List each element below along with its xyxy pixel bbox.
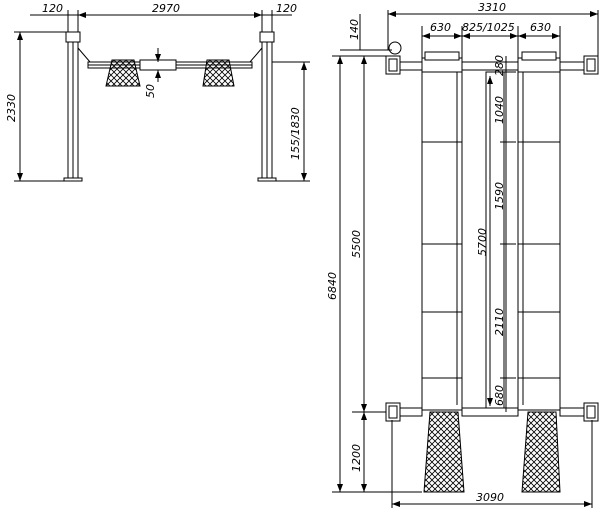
dim-front-extension: 1200 xyxy=(350,444,363,472)
dim-span: 2970 xyxy=(152,2,180,15)
corner-post-tr xyxy=(583,55,599,75)
left-post xyxy=(63,31,83,182)
front-runway xyxy=(77,47,263,71)
dim-pad-width-right: 630 xyxy=(530,21,551,34)
dim-pad-drop: 50 xyxy=(144,84,157,98)
right-post xyxy=(257,31,277,182)
dim-pad-width-left: 630 xyxy=(430,21,451,34)
dim-seg-280: 280 xyxy=(493,55,506,76)
dim-wheelbase: 3090 xyxy=(476,491,504,504)
dim-seg-1590: 1590 xyxy=(493,182,506,210)
dim-track-gap: 825/1025 xyxy=(462,21,515,34)
dim-overall-length: 6840 xyxy=(326,272,339,300)
dim-seg-680: 680 xyxy=(493,385,506,406)
front-pad-left xyxy=(105,59,141,87)
dim-seg-1040: 1040 xyxy=(493,96,506,124)
corner-post-tl xyxy=(385,55,401,75)
dim-top-offset: 140 xyxy=(348,19,361,40)
top-view: 3310 630 825/1025 630 xyxy=(326,1,599,508)
front-view: 120 2970 120 50 xyxy=(5,2,310,182)
dim-height: 2330 xyxy=(5,94,18,122)
bottom-crossbeam xyxy=(399,407,589,417)
dim-track-length: 5500 xyxy=(350,230,363,258)
dim-post-left: 120 xyxy=(42,2,63,15)
corner-post-br xyxy=(583,402,599,422)
ramp-right xyxy=(521,411,561,493)
front-pad-right xyxy=(202,59,235,87)
dim-post-right: 120 xyxy=(276,2,297,15)
control-knob xyxy=(388,41,402,55)
ramp-left xyxy=(423,411,465,493)
right-runway xyxy=(517,51,561,411)
dim-seg-2110: 2110 xyxy=(493,308,506,336)
dim-overall-width: 3310 xyxy=(478,1,506,14)
corner-post-bl xyxy=(385,402,401,422)
dim-inner-length: 5700 xyxy=(476,228,489,256)
dim-lift-range: 155/1830 xyxy=(289,107,302,160)
left-runway xyxy=(421,51,463,411)
